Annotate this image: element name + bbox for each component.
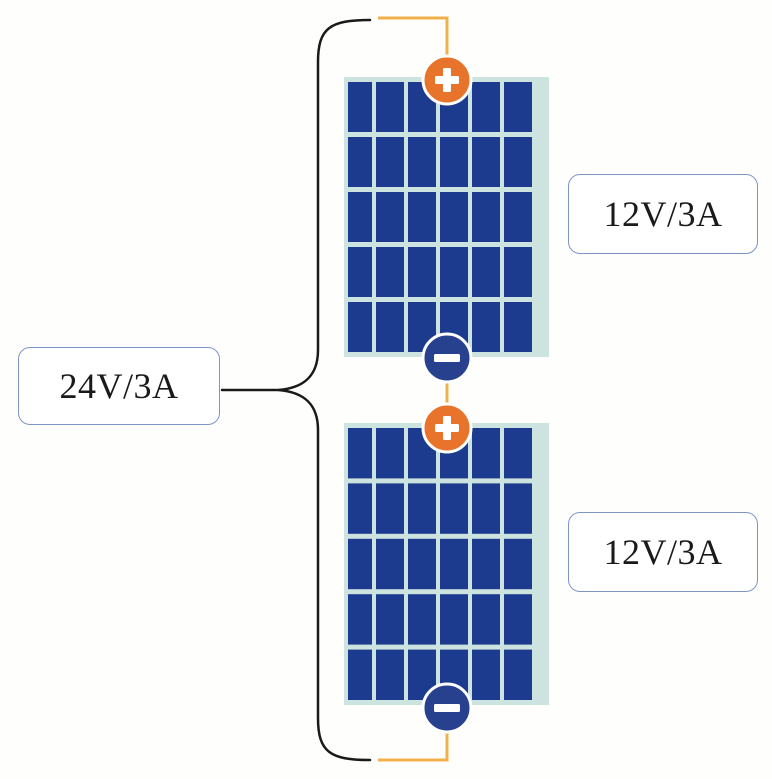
solar-cell xyxy=(348,538,372,590)
solar-cell xyxy=(472,594,500,645)
solar-cell xyxy=(376,428,404,479)
solar-cell xyxy=(472,137,500,187)
solar-cell xyxy=(348,192,372,242)
top-wire xyxy=(378,16,449,60)
solar-panel-2 xyxy=(344,423,549,705)
solar-cell xyxy=(376,82,404,132)
solar-cell xyxy=(376,137,404,187)
plus-terminal-icon xyxy=(421,54,473,106)
solar-cell xyxy=(440,137,468,187)
solar-cell xyxy=(440,192,468,242)
solar-cell xyxy=(348,137,372,187)
solar-cell xyxy=(472,483,500,534)
solar-cell xyxy=(472,428,500,479)
solar-cell xyxy=(472,82,500,132)
plus-terminal-icon xyxy=(421,402,473,454)
solar-cell xyxy=(504,247,532,297)
solar-cell xyxy=(376,649,404,700)
solar-cell xyxy=(348,247,372,297)
solar-cell xyxy=(348,82,372,132)
solar-cell xyxy=(472,649,500,700)
solar-cell xyxy=(408,137,436,187)
solar-cell xyxy=(408,594,436,645)
series-brace xyxy=(220,18,372,762)
solar-cell xyxy=(348,302,372,352)
minus-terminal-icon xyxy=(421,332,473,384)
panel-1-rating-label: 12V/3A xyxy=(568,174,758,254)
solar-cell xyxy=(472,247,500,297)
solar-cell xyxy=(376,247,404,297)
solar-cell xyxy=(376,192,404,242)
solar-cell xyxy=(440,247,468,297)
solar-cell xyxy=(408,538,436,590)
solar-cell xyxy=(504,649,532,700)
solar-cell xyxy=(472,192,500,242)
solar-cell xyxy=(440,594,468,645)
solar-cell xyxy=(376,483,404,534)
solar-cell xyxy=(440,483,468,534)
solar-cell xyxy=(504,428,532,479)
solar-cell xyxy=(504,82,532,132)
solar-cell xyxy=(348,594,372,645)
solar-cell xyxy=(504,594,532,645)
minus-terminal-icon xyxy=(421,682,473,734)
solar-cell xyxy=(472,302,500,352)
solar-cell xyxy=(408,247,436,297)
solar-panel-1 xyxy=(344,77,549,357)
solar-cell xyxy=(504,137,532,187)
panel-2-rating-label: 12V/3A xyxy=(568,512,758,592)
solar-cell xyxy=(504,192,532,242)
solar-cell xyxy=(348,428,372,479)
solar-cell xyxy=(348,649,372,700)
solar-cell xyxy=(376,538,404,590)
solar-cell xyxy=(472,538,500,590)
solar-cell xyxy=(376,594,404,645)
solar-cell xyxy=(408,192,436,242)
solar-cell xyxy=(376,302,404,352)
solar-cell xyxy=(440,538,468,590)
solar-cell xyxy=(504,483,532,534)
solar-cell xyxy=(504,302,532,352)
solar-cell xyxy=(504,538,532,590)
solar-cell xyxy=(348,483,372,534)
series-output-label: 24V/3A xyxy=(18,347,220,425)
solar-cell xyxy=(408,483,436,534)
